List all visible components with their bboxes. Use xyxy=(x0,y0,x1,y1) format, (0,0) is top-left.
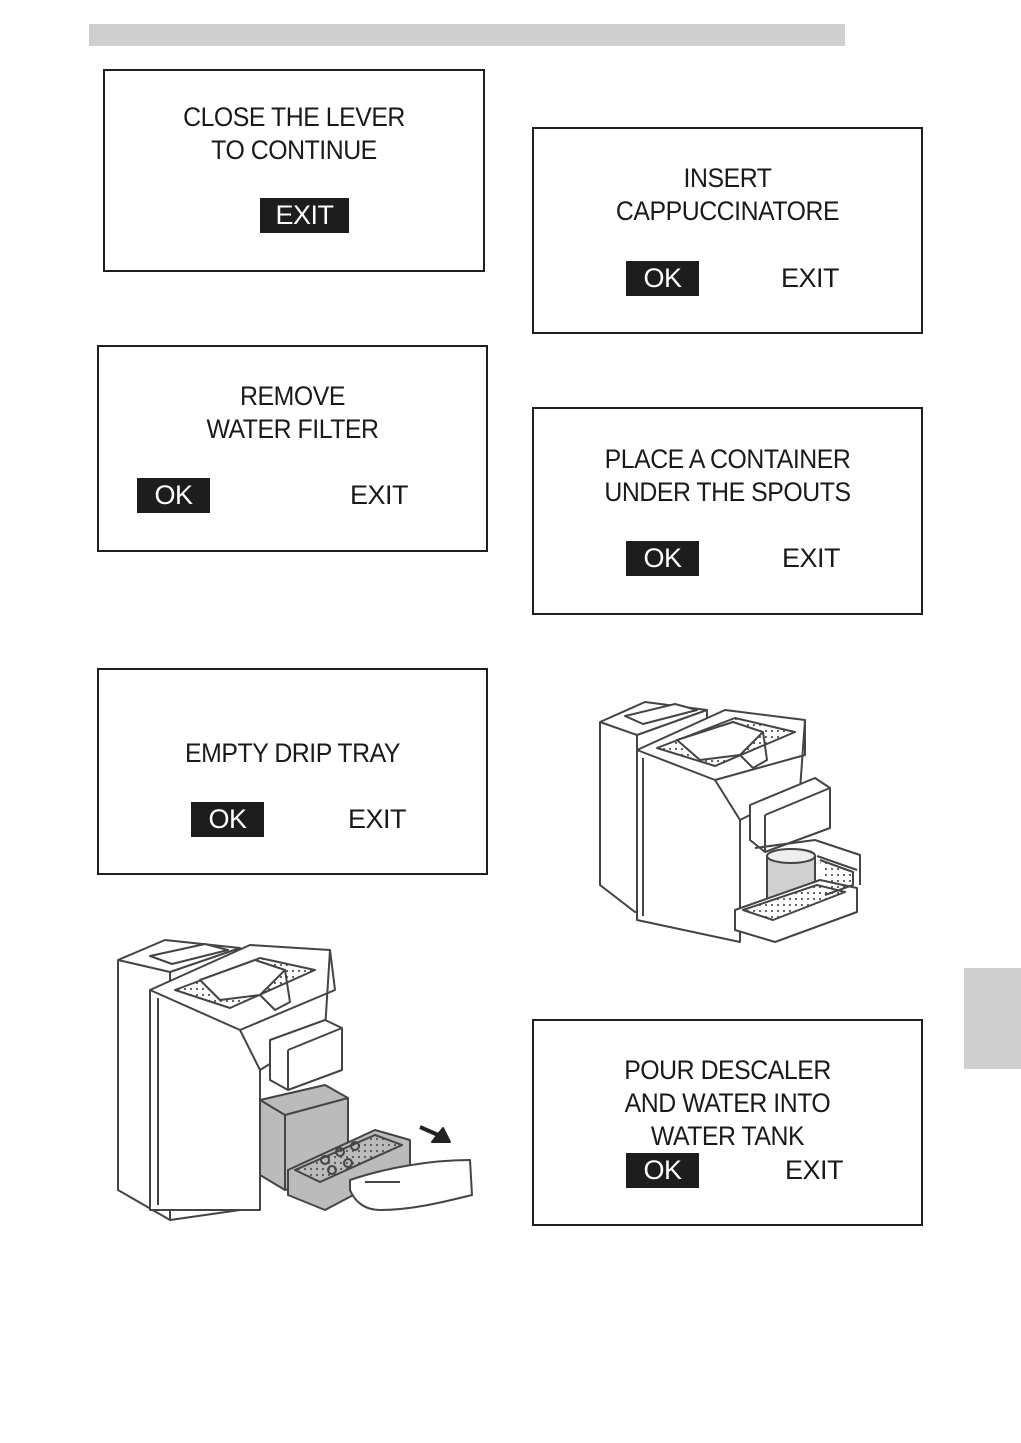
message-line: INSERT xyxy=(549,162,905,195)
screen-pour-descaler: POUR DESCALER AND WATER INTO WATER TANK … xyxy=(532,1019,923,1226)
exit-button[interactable]: EXIT xyxy=(337,802,417,837)
message-line: WATER FILTER xyxy=(114,413,470,446)
screen-place-container: PLACE A CONTAINER UNDER THE SPOUTS OK EX… xyxy=(532,407,923,615)
exit-button[interactable]: EXIT xyxy=(260,198,349,233)
message-line: CAPPUCCINATORE xyxy=(549,195,905,228)
ok-button[interactable]: OK xyxy=(626,261,699,296)
drip-tray-removal-illustration xyxy=(110,920,490,1230)
screen-message: EMPTY DRIP TRAY xyxy=(114,737,470,770)
message-line: UNDER THE SPOUTS xyxy=(549,476,905,509)
message-line: POUR DESCALER xyxy=(549,1054,905,1087)
message-line: PLACE A CONTAINER xyxy=(549,443,905,476)
exit-button[interactable]: EXIT xyxy=(771,541,851,576)
exit-button[interactable]: EXIT xyxy=(339,478,419,513)
screen-empty-drip-tray: EMPTY DRIP TRAY OK EXIT xyxy=(97,668,488,875)
ok-button[interactable]: OK xyxy=(191,802,264,837)
screen-insert-cappuccinatore: INSERT CAPPUCCINATORE OK EXIT xyxy=(532,127,923,334)
message-line: REMOVE xyxy=(114,380,470,413)
section-side-tab xyxy=(964,968,1021,1069)
screen-message: POUR DESCALER AND WATER INTO WATER TANK xyxy=(549,1054,905,1153)
screen-remove-water-filter: REMOVE WATER FILTER OK EXIT xyxy=(97,345,488,552)
exit-button[interactable]: EXIT xyxy=(770,261,850,296)
message-line: WATER TANK xyxy=(549,1120,905,1153)
message-line: CLOSE THE LEVER xyxy=(120,101,468,134)
screen-message: CLOSE THE LEVER TO CONTINUE xyxy=(120,101,468,167)
ok-button[interactable]: OK xyxy=(626,541,699,576)
container-under-spouts-illustration xyxy=(595,680,865,950)
screen-close-lever: CLOSE THE LEVER TO CONTINUE EXIT xyxy=(103,69,485,272)
message-line: TO CONTINUE xyxy=(120,134,468,167)
ok-button[interactable]: OK xyxy=(626,1153,699,1188)
screen-message: PLACE A CONTAINER UNDER THE SPOUTS xyxy=(549,443,905,509)
message-line: EMPTY DRIP TRAY xyxy=(114,737,470,770)
header-bar xyxy=(89,24,845,46)
screen-message: INSERT CAPPUCCINATORE xyxy=(549,162,905,228)
screen-message: REMOVE WATER FILTER xyxy=(114,380,470,446)
ok-button[interactable]: OK xyxy=(137,478,210,513)
exit-button[interactable]: EXIT xyxy=(774,1153,854,1188)
message-line: AND WATER INTO xyxy=(549,1087,905,1120)
